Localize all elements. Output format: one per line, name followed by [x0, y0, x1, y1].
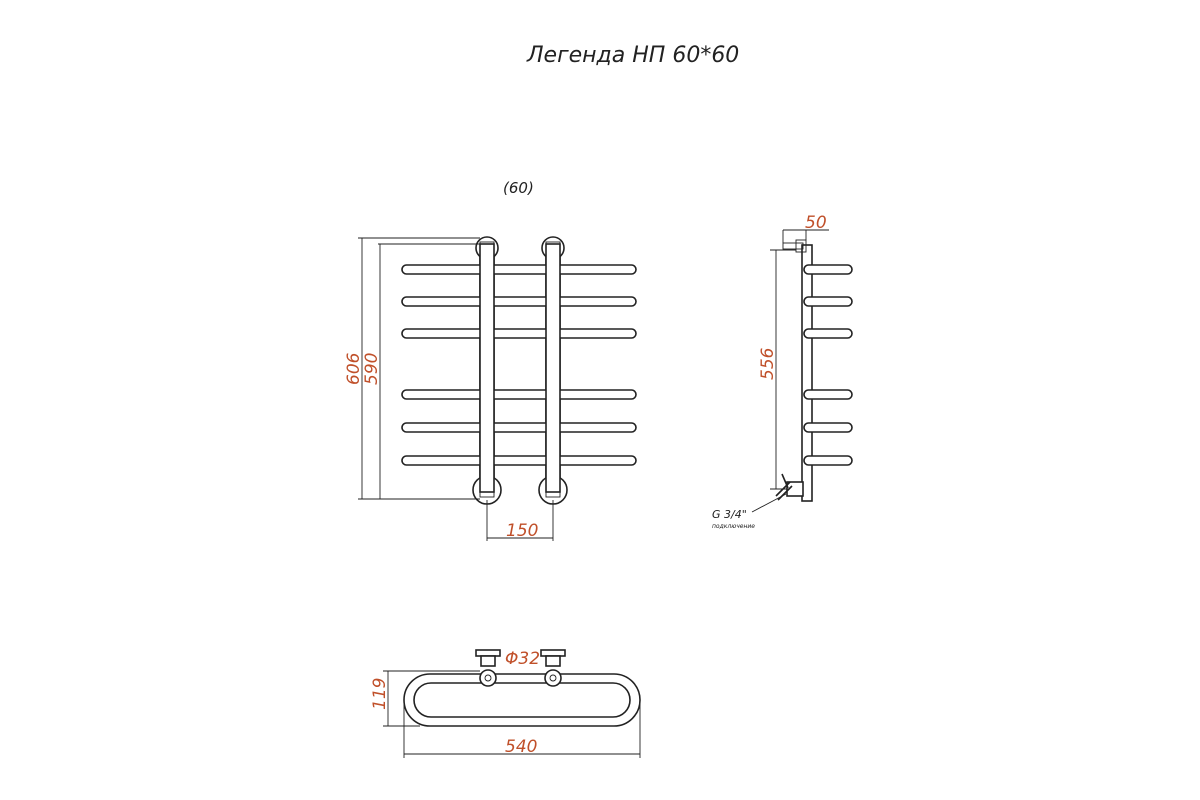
dim-center-distance: 150 — [506, 521, 538, 541]
side-top-bracket — [782, 242, 804, 250]
left-riser — [479, 243, 495, 493]
side-rung — [803, 422, 853, 433]
model-note: (60) — [503, 179, 534, 197]
side-rung — [803, 328, 853, 339]
front-rung — [401, 296, 637, 307]
dim-side-depth: 50 — [805, 213, 827, 233]
side-rung — [803, 389, 853, 400]
front-rung — [401, 328, 637, 339]
side-top-nut — [795, 239, 807, 253]
front-rung — [401, 455, 637, 466]
dim-axis-height: 590 — [362, 353, 382, 385]
loop-outer — [403, 673, 641, 727]
side-valve-stem — [781, 473, 789, 489]
bottom-view: Φ32 119 540 — [370, 649, 641, 758]
bottom-left-connector — [475, 649, 501, 687]
front-rung — [401, 422, 637, 433]
dim-overall-height: 606 — [344, 352, 364, 385]
thread-label: G 3/4" — [712, 508, 747, 521]
side-rung — [803, 296, 853, 307]
dim-pipe-diameter: Φ32 — [505, 649, 540, 669]
thread-leader — [751, 493, 787, 513]
dim-side-height: 556 — [758, 347, 778, 380]
dim-bottom-width: 540 — [505, 737, 537, 757]
front-rungs — [401, 264, 637, 466]
loop-inner — [413, 682, 631, 718]
side-view: 50 556 G 3/4" подключение — [712, 213, 853, 530]
drawing-title: Легенда НП 60*60 — [526, 43, 739, 68]
front-rung — [401, 264, 637, 275]
right-riser — [545, 243, 561, 493]
front-view: 606 590 150 — [344, 236, 637, 541]
side-rung — [803, 264, 853, 275]
side-riser — [801, 244, 813, 502]
dim-bottom-depth: 119 — [370, 678, 390, 710]
bottom-right-connector — [540, 649, 566, 687]
front-rung — [401, 389, 637, 400]
connection-caption: подключение — [712, 523, 755, 530]
side-rung — [803, 455, 853, 466]
side-rungs — [803, 264, 853, 466]
